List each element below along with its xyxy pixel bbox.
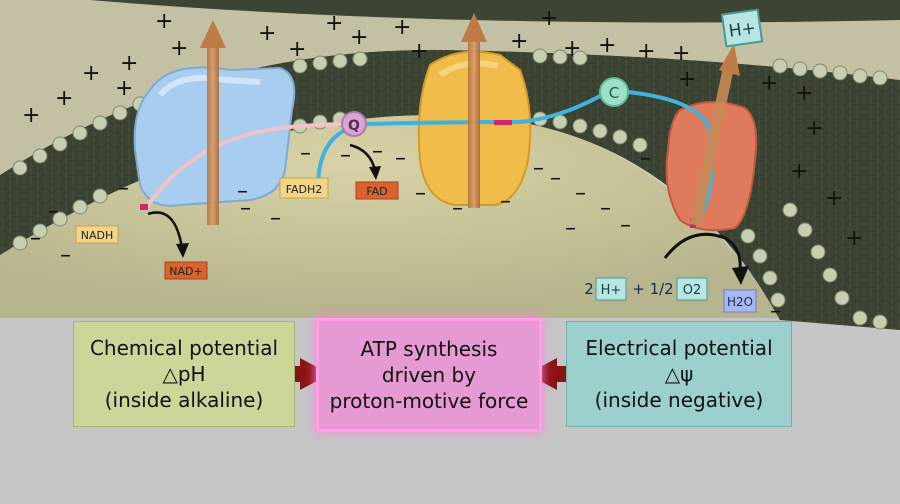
svg-text:+: + <box>410 39 428 64</box>
svg-text:+: + <box>155 9 173 34</box>
svg-text:+: + <box>563 36 581 61</box>
electrical-potential-title: Electrical potential <box>585 336 773 360</box>
chemical-potential-box: Chemical potential △pH (inside alkaline) <box>73 321 295 427</box>
svg-text:+: + <box>540 6 558 31</box>
svg-text:+: + <box>825 186 843 211</box>
chemical-potential-note: (inside alkaline) <box>104 388 264 412</box>
svg-text:–: – <box>500 189 511 214</box>
svg-text:+: + <box>845 226 863 251</box>
oxygen-reaction-arrow <box>663 232 742 271</box>
svg-text:+: + <box>760 71 778 96</box>
reaction-h-label: H+ <box>601 283 622 298</box>
proton-pump-arrow-1 <box>200 20 226 225</box>
electron-path-q-c <box>364 94 601 126</box>
svg-text:+: + <box>325 11 343 36</box>
nadh-tag <box>75 225 119 244</box>
svg-text:+: + <box>510 29 528 54</box>
delta-ph-label: △pH <box>162 362 206 386</box>
svg-text:+: + <box>170 36 188 61</box>
svg-text:–: – <box>395 146 406 171</box>
svg-text:–: – <box>640 146 651 171</box>
electron-marker <box>140 204 148 210</box>
chemical-potential-title: Chemical potential <box>89 336 279 360</box>
c-label: C <box>609 84 619 102</box>
svg-text:–: – <box>600 196 611 221</box>
ubiquinone-carrier <box>341 111 367 137</box>
svg-text:+: + <box>805 116 823 141</box>
intermembrane-space <box>0 0 900 175</box>
svg-text:–: – <box>118 176 129 201</box>
svg-text:–: – <box>770 299 781 324</box>
nad-tag <box>164 261 208 280</box>
svg-text:+: + <box>672 41 690 66</box>
proton-pump-arrow-3 <box>689 44 740 227</box>
svg-text:–: – <box>533 156 544 181</box>
nadh-label: NADH <box>81 229 114 242</box>
svg-text:–: – <box>575 181 586 206</box>
electrical-potential-note: (inside negative) <box>594 388 764 412</box>
svg-text:–: – <box>60 243 71 268</box>
svg-text:+: + <box>795 81 813 106</box>
svg-text:–: – <box>30 226 41 251</box>
reaction-half-label: + 1/2 <box>632 280 673 298</box>
positive-charges: + + + + + + + + + + + + + + + + + + + + … <box>22 6 863 251</box>
outer-membrane-edge <box>90 0 900 23</box>
h-plus-cube: H+ <box>720 8 764 48</box>
reaction-o2-label: O2 <box>683 283 702 298</box>
fad-label: FAD <box>366 185 387 198</box>
svg-text:–: – <box>565 216 576 241</box>
svg-text:–: – <box>300 141 311 166</box>
svg-text:+: + <box>115 76 133 101</box>
svg-text:+: + <box>82 61 100 86</box>
reaction-o2-tag <box>676 277 708 301</box>
svg-text:+: + <box>22 103 40 128</box>
svg-text:–: – <box>270 206 281 231</box>
svg-text:–: – <box>620 213 631 238</box>
electron-path-nadh <box>143 122 346 212</box>
proton-pump-arrow-2 <box>461 13 487 208</box>
atp-synthesis-line3: proton-motive force <box>329 389 529 413</box>
fadh2-label: FADH2 <box>286 183 323 196</box>
svg-text:+: + <box>678 67 696 92</box>
svg-text:+: + <box>120 51 138 76</box>
h-plus-label: H+ <box>728 18 758 42</box>
reaction-h-tag <box>595 277 627 301</box>
q-label: Q <box>348 118 360 134</box>
delta-psi-label: △ψ <box>664 362 694 386</box>
svg-text:–: – <box>48 199 59 224</box>
svg-text:–: – <box>237 179 248 204</box>
svg-text:–: – <box>372 139 383 164</box>
electron-marker <box>494 120 512 125</box>
svg-text:–: – <box>240 196 251 221</box>
svg-text:+: + <box>258 21 276 46</box>
svg-text:+: + <box>55 86 73 111</box>
svg-text:+: + <box>393 15 411 40</box>
svg-text:+: + <box>350 25 368 50</box>
fadh2-tag <box>279 177 329 199</box>
svg-text:+: + <box>637 39 655 64</box>
svg-text:+: + <box>790 159 808 184</box>
water-label: H2O <box>727 295 753 309</box>
svg-text:+: + <box>598 33 616 58</box>
atp-synthesis-box: ATP synthesis driven by proton-motive fo… <box>316 318 542 432</box>
fad-tag <box>355 181 399 200</box>
reaction-coefficient: 2 <box>584 280 594 298</box>
atp-synthesis-line2: driven by <box>381 363 477 387</box>
svg-text:–: – <box>550 166 561 191</box>
negative-charges: – – – – – – – – – – – – – – – – – – – – … <box>30 139 781 324</box>
atp-synthesis-title: ATP synthesis <box>360 337 498 361</box>
electrical-potential-box: Electrical potential △ψ (inside negative… <box>566 321 792 427</box>
cytochrome-c-carrier <box>599 77 629 107</box>
svg-text:–: – <box>415 181 426 206</box>
water-tag <box>723 289 757 313</box>
svg-text:–: – <box>452 196 463 221</box>
nadh-reaction-arrow <box>147 211 184 249</box>
svg-text:+: + <box>288 37 306 62</box>
svg-text:–: – <box>340 143 351 168</box>
nad-plus-label: NAD+ <box>169 265 202 278</box>
lipid-heads-outer-right <box>782 202 888 330</box>
